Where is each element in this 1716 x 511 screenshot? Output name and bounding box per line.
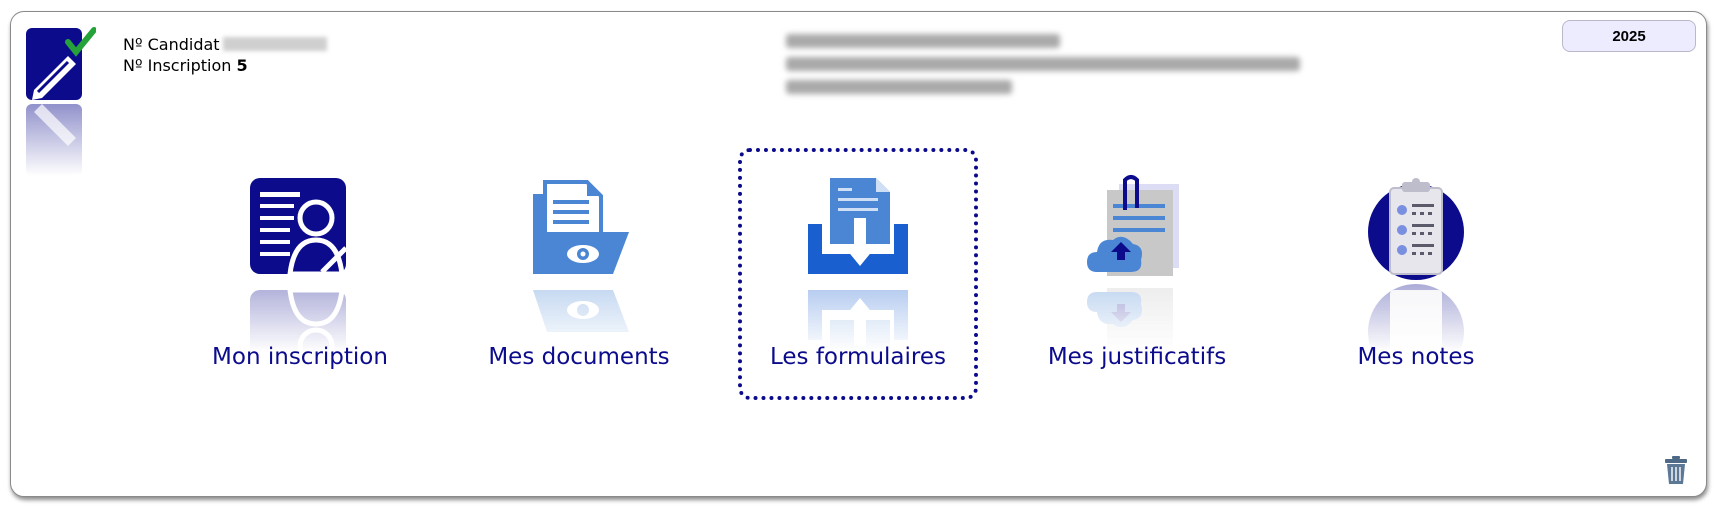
tile-mes-notes[interactable]: Mes notes	[1296, 148, 1536, 400]
tile-mes-documents[interactable]: Mes documents	[459, 148, 699, 400]
candidate-info: Nº Candidat Nº Inscription 5	[123, 34, 327, 76]
clipboard-upload-cloud-icon	[1087, 175, 1179, 276]
tile-label: Mes notes	[1357, 344, 1475, 370]
icon-reflection	[1362, 282, 1470, 352]
tile-label: Mes justificatifs	[1047, 344, 1227, 370]
inscription-number-label: Nº Inscription	[123, 56, 232, 75]
icon-reflection	[525, 282, 633, 352]
exam-info-redacted	[786, 34, 1300, 103]
tile-label: Les formulaires	[769, 344, 946, 370]
documents-folder-eye-icon	[533, 180, 629, 274]
icon-reflection	[246, 282, 354, 352]
clipboard-checklist-icon	[1368, 178, 1464, 280]
trash-icon[interactable]	[1663, 455, 1689, 485]
candidate-number-redacted	[222, 37, 327, 51]
inscription-number-value: 5	[236, 56, 248, 75]
tile-label: Mon inscription	[212, 344, 388, 370]
tile-label: Mes documents	[488, 344, 670, 370]
tile-les-formulaires[interactable]: Les formulaires	[738, 148, 978, 400]
icon-reflection	[1083, 282, 1191, 352]
year-button[interactable]: 2025	[1562, 20, 1696, 52]
tile-mes-justificatifs[interactable]: Mes justificatifs	[1017, 148, 1257, 400]
forms-download-icon	[808, 178, 908, 274]
app-logo-icon	[26, 27, 96, 176]
candidate-number-label: Nº Candidat	[123, 35, 220, 54]
tile-mon-inscription[interactable]: Mon inscription	[180, 148, 420, 400]
registration-form-icon	[250, 178, 348, 277]
icon-reflection	[804, 282, 912, 352]
